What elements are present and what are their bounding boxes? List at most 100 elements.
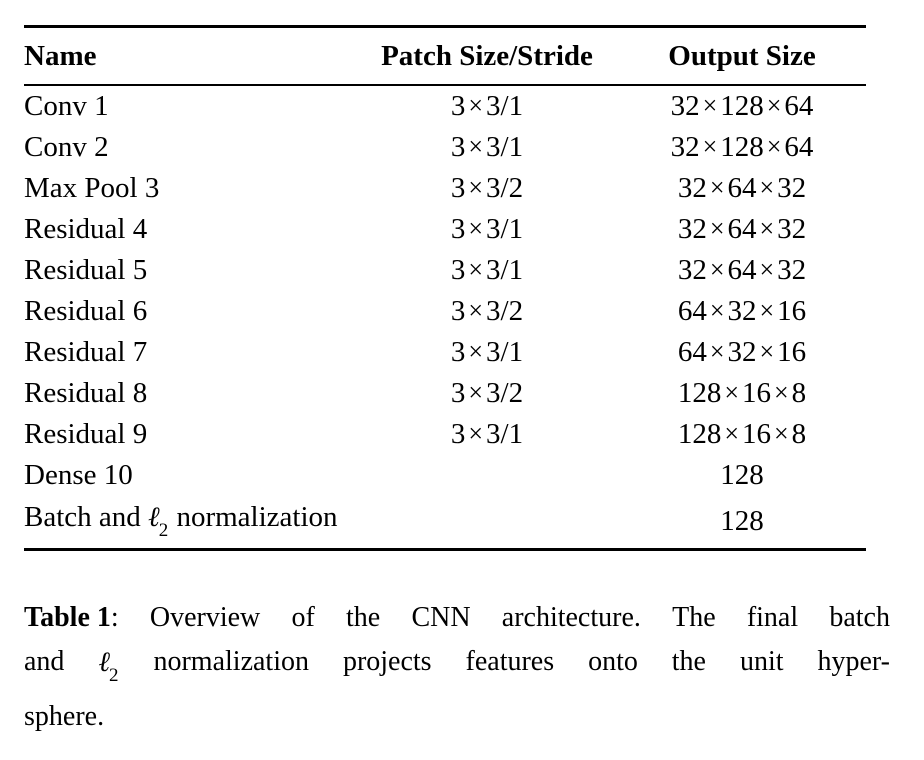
caption-line-3: sphere. bbox=[24, 700, 105, 732]
output-dim: 64 bbox=[784, 131, 814, 163]
multiplication-sign-icon: × bbox=[766, 132, 782, 161]
caption-line-1: Table 1: Overview of the CNN architectur… bbox=[24, 596, 890, 640]
multiplication-sign-icon: × bbox=[468, 132, 484, 161]
multiplication-sign-icon: × bbox=[724, 419, 739, 448]
output-dim: 64 bbox=[677, 336, 707, 368]
patch-stride: 3/2 bbox=[486, 295, 524, 327]
cell-output-size: 128 bbox=[618, 455, 866, 496]
table-header-row: Name Patch Size/Stride Output Size bbox=[24, 28, 866, 84]
patch-kernel: 3 bbox=[450, 90, 466, 122]
caption-word: of bbox=[291, 602, 315, 633]
column-header-patch: Patch Size/Stride bbox=[381, 40, 593, 72]
cell-patch-size-stride: 3×3/1 bbox=[356, 86, 618, 127]
column-header-name: Name bbox=[24, 40, 97, 72]
caption-label-group: Table 1: bbox=[24, 596, 119, 640]
cell-output-size: 32×64×32 bbox=[618, 168, 866, 209]
output-dim: 64 bbox=[727, 213, 757, 245]
output-dim: 128 bbox=[720, 505, 764, 538]
ell-symbol: ℓ bbox=[148, 500, 160, 533]
caption-word: the bbox=[671, 646, 706, 677]
patch-kernel: 3 bbox=[450, 172, 466, 204]
multiplication-sign-icon: × bbox=[468, 378, 484, 407]
ell-subscript: 2 bbox=[158, 519, 169, 541]
patch-kernel: 3 bbox=[450, 418, 466, 450]
multiplication-sign-icon: × bbox=[468, 173, 484, 202]
output-dim: 128 bbox=[677, 418, 722, 450]
caption-word: projects bbox=[342, 646, 432, 677]
caption-word: and bbox=[24, 646, 65, 677]
multiplication-sign-icon: × bbox=[724, 378, 739, 407]
output-dim: 8 bbox=[791, 377, 807, 409]
patch-stride: 3/2 bbox=[486, 377, 524, 409]
table-header-rule bbox=[24, 84, 866, 86]
patch-stride: 3/1 bbox=[486, 418, 524, 450]
cell-name: Residual 6 bbox=[24, 295, 148, 327]
multiplication-sign-icon: × bbox=[759, 214, 775, 243]
cell-name: Batch and ℓ2 normalization bbox=[24, 496, 356, 548]
cell-name: Dense 10 bbox=[24, 459, 133, 491]
output-dim: 32 bbox=[677, 254, 707, 286]
multiplication-sign-icon: × bbox=[468, 296, 484, 325]
cell-patch-size-stride: 3×3/2 bbox=[356, 168, 618, 209]
output-dim: 32 bbox=[677, 172, 707, 204]
output-dim: 32 bbox=[670, 90, 700, 122]
cell-patch-size-stride: 3×3/1 bbox=[356, 414, 618, 455]
multiplication-sign-icon: × bbox=[774, 378, 789, 407]
cell-name: Residual 4 bbox=[24, 213, 148, 245]
output-dim: 128 bbox=[720, 459, 764, 491]
multiplication-sign-icon: × bbox=[759, 296, 775, 325]
cell-patch-size-stride: 3×3/1 bbox=[356, 250, 618, 291]
table-caption: Table 1: Overview of the CNN architectur… bbox=[24, 596, 890, 739]
multiplication-sign-icon: × bbox=[709, 337, 725, 366]
table-row: Batch and ℓ2 normalization 128 bbox=[24, 496, 866, 548]
multiplication-sign-icon: × bbox=[468, 255, 484, 284]
cell-patch-size-stride: 3×3/1 bbox=[356, 127, 618, 168]
output-dim: 16 bbox=[777, 336, 807, 368]
cell-patch-size-stride: 3×3/2 bbox=[356, 373, 618, 414]
multiplication-sign-icon: × bbox=[709, 214, 725, 243]
cell-output-size: 64×32×16 bbox=[618, 332, 866, 373]
output-dim: 64 bbox=[784, 90, 814, 122]
output-dim: 64 bbox=[727, 172, 757, 204]
multiplication-sign-icon: × bbox=[709, 296, 725, 325]
cell-output-size: 128 bbox=[618, 496, 866, 548]
patch-kernel: 3 bbox=[450, 336, 466, 368]
output-dim: 32 bbox=[777, 172, 807, 204]
patch-stride: 3/1 bbox=[486, 131, 524, 163]
caption-word: hyper- bbox=[817, 646, 890, 677]
multiplication-sign-icon: × bbox=[702, 132, 718, 161]
output-dim: 32 bbox=[777, 213, 807, 245]
patch-stride: 3/2 bbox=[486, 172, 524, 204]
patch-stride: 3/1 bbox=[486, 90, 524, 122]
patch-kernel: 3 bbox=[450, 254, 466, 286]
cell-output-size: 32×64×32 bbox=[618, 209, 866, 250]
output-dim: 64 bbox=[727, 254, 757, 286]
caption-word: batch bbox=[829, 602, 890, 633]
caption-word: features bbox=[465, 646, 555, 677]
caption-label: Table 1 bbox=[24, 602, 111, 633]
cell-output-size: 128×16×8 bbox=[618, 414, 866, 455]
cell-patch-size-stride bbox=[356, 455, 618, 496]
cell-patch-size-stride: 3×3/1 bbox=[356, 332, 618, 373]
output-dim: 16 bbox=[742, 418, 771, 450]
cell-patch-size-stride bbox=[356, 496, 618, 548]
output-dim: 32 bbox=[727, 295, 757, 327]
caption-word: final bbox=[746, 602, 799, 633]
output-dim: 32 bbox=[727, 336, 757, 368]
patch-kernel: 3 bbox=[450, 377, 466, 409]
table-top-rule bbox=[24, 25, 866, 28]
caption-separator: : bbox=[110, 602, 119, 633]
multiplication-sign-icon: × bbox=[468, 419, 484, 448]
caption-word: unit bbox=[739, 646, 784, 677]
output-dim: 16 bbox=[742, 377, 771, 409]
caption-word: CNN bbox=[411, 602, 471, 633]
cell-patch-size-stride: 3×3/1 bbox=[356, 209, 618, 250]
cell-name-suffix: normalization bbox=[169, 501, 338, 533]
